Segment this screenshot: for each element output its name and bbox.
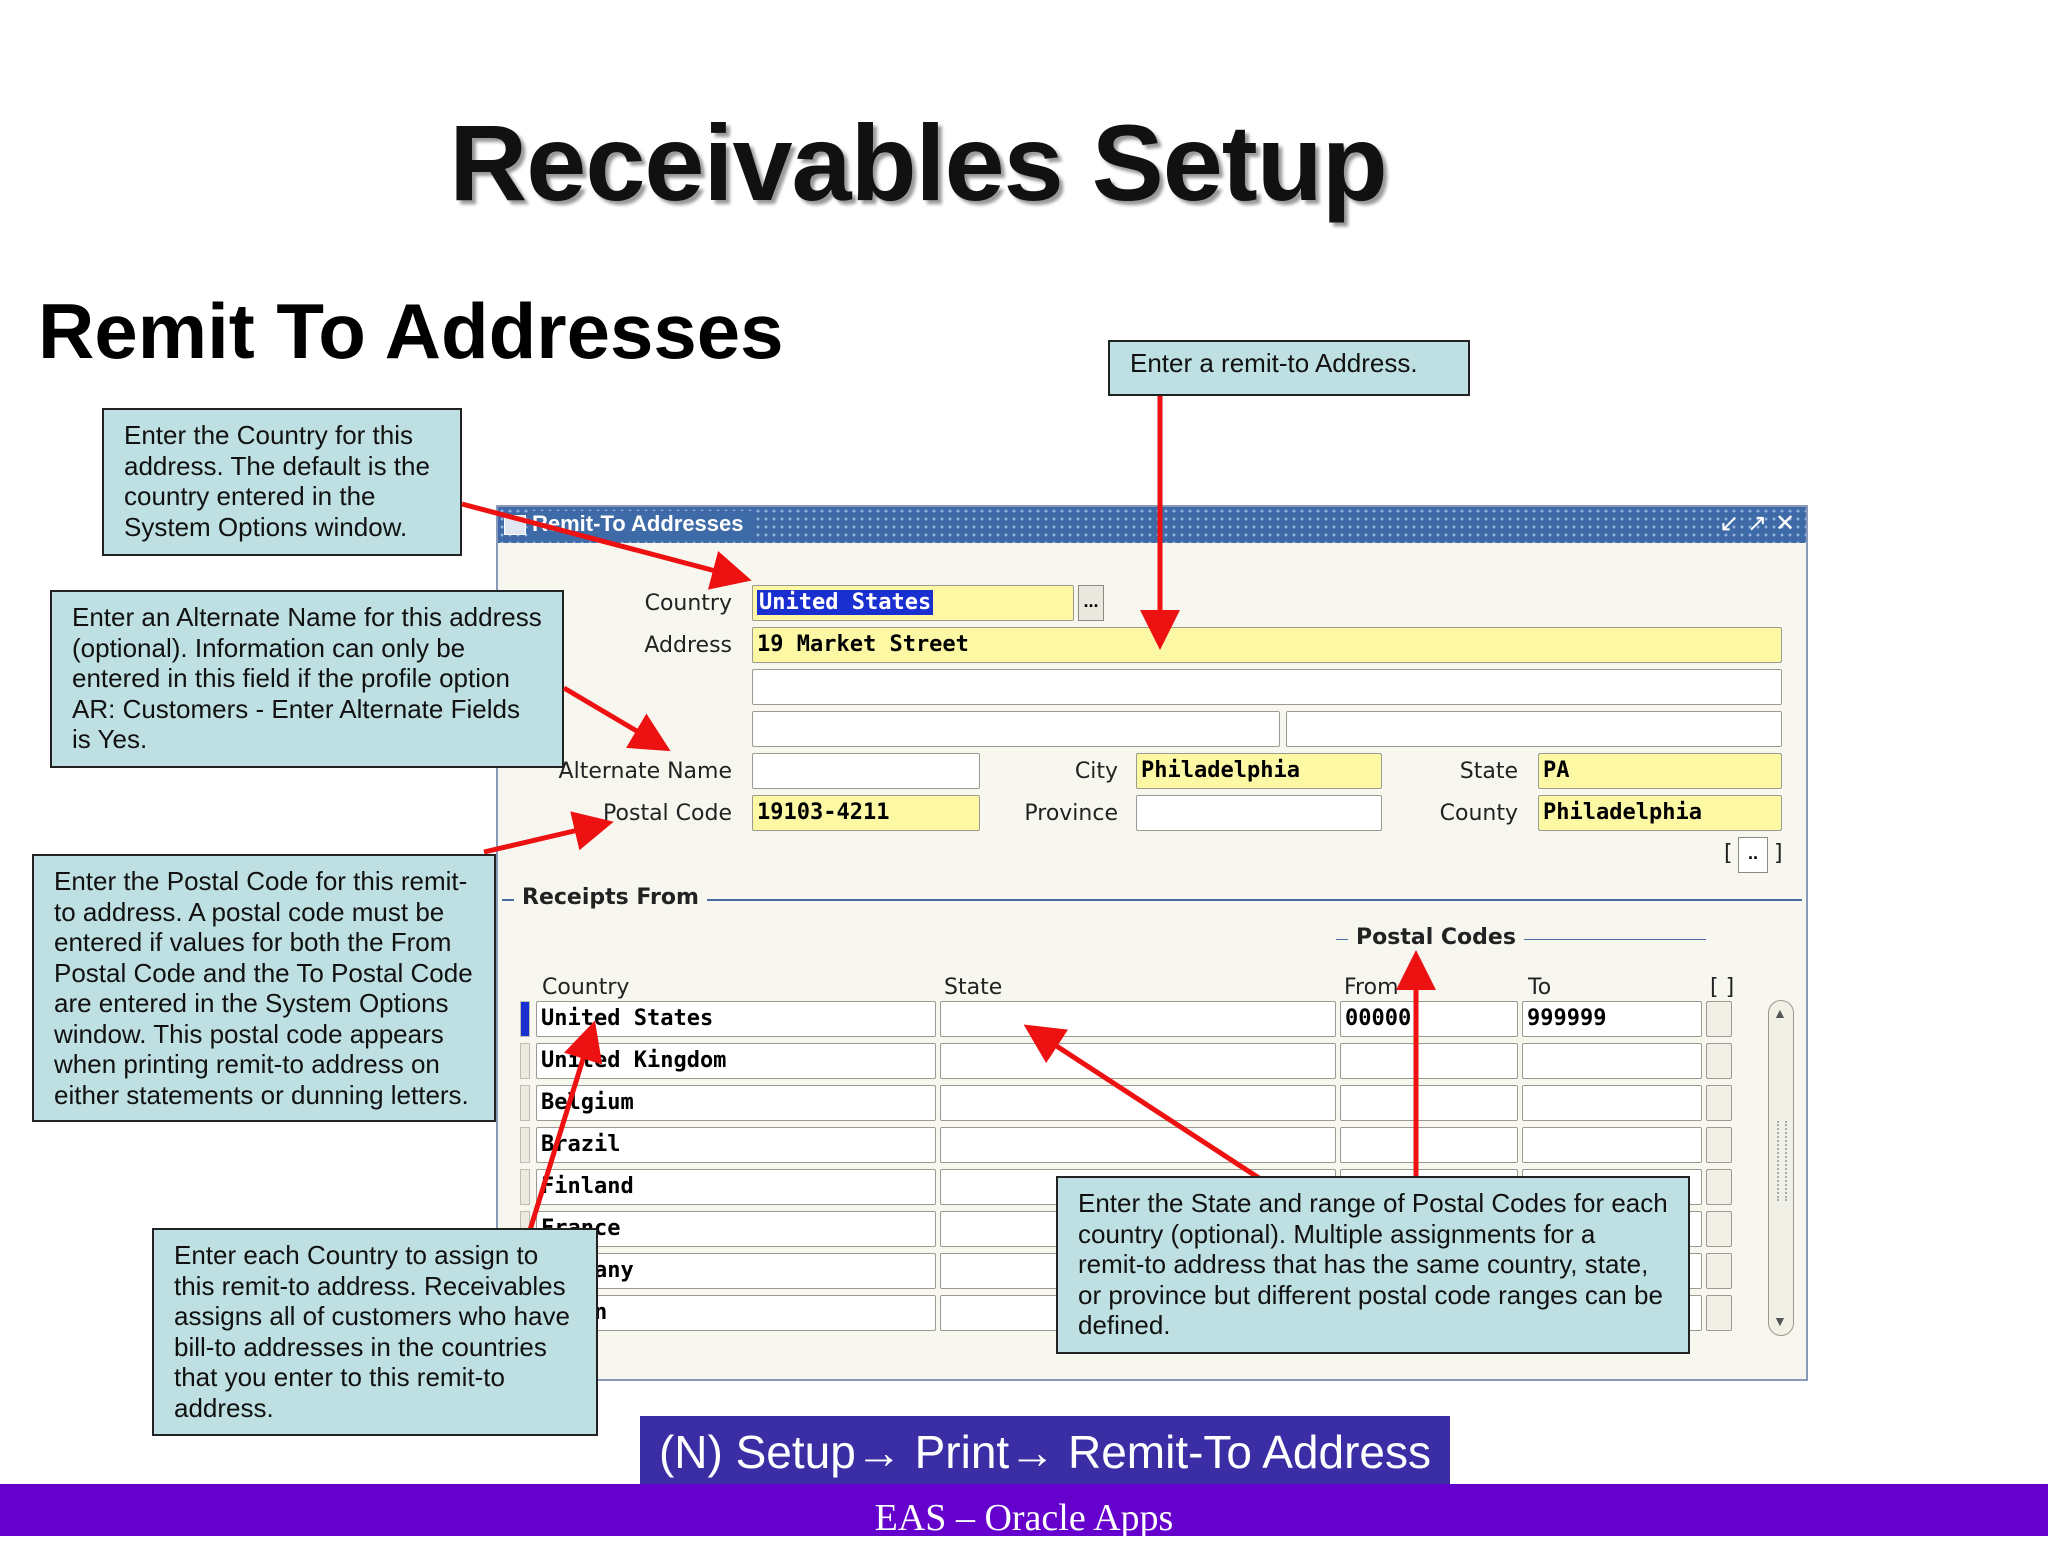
postal-codes-label: Postal Codes xyxy=(1348,925,1524,950)
postal-from-cell[interactable] xyxy=(1340,1085,1518,1121)
col-from-header: From xyxy=(1344,975,1399,1000)
row-flex-cell[interactable] xyxy=(1706,1085,1732,1121)
postal-to-cell[interactable] xyxy=(1522,1085,1702,1121)
row-indicator[interactable] xyxy=(520,1127,530,1163)
col-flex-header: [ ] xyxy=(1710,975,1735,1000)
alternate-name-field[interactable] xyxy=(752,753,980,789)
alternate-name-label: Alternate Name xyxy=(558,759,732,784)
callout-state-postal-range: Enter the State and range of Postal Code… xyxy=(1056,1176,1690,1354)
scroll-down-icon[interactable]: ▼ xyxy=(1773,1313,1787,1329)
country-label: Country xyxy=(644,591,732,616)
county-label: County xyxy=(1439,801,1518,826)
col-to-header: To xyxy=(1528,975,1552,1000)
receipt-state-cell[interactable] xyxy=(940,1127,1336,1163)
county-field[interactable]: Philadelphia xyxy=(1538,795,1782,831)
scroll-up-icon[interactable]: ▲ xyxy=(1773,1005,1787,1021)
callout-receipt-country: Enter each Country to assign to this rem… xyxy=(152,1228,598,1436)
address-line2-field[interactable] xyxy=(752,669,1782,705)
slide-title: Receivables Setup xyxy=(449,102,1387,223)
country-value: United States xyxy=(757,590,934,615)
footer-bar: EAS – Oracle Apps xyxy=(0,1484,2048,1539)
dff-bracket-left: [ xyxy=(1724,841,1733,866)
col-state-header: State xyxy=(944,975,1003,1000)
postal-code-field[interactable]: 19103-4211 xyxy=(752,795,980,831)
descriptive-flexfield-button[interactable]: .. xyxy=(1738,837,1768,873)
receipt-country-cell[interactable]: United States xyxy=(536,1001,936,1037)
province-label: Province xyxy=(1024,801,1118,826)
address-line4-field[interactable] xyxy=(1286,711,1782,747)
maximize-icon[interactable]: ↗ xyxy=(1746,510,1768,537)
col-country-header: Country xyxy=(542,975,630,1000)
row-indicator-current[interactable] xyxy=(520,1001,530,1037)
minimize-icon[interactable]: ↙ xyxy=(1718,510,1740,537)
callout-alternate-name: Enter an Alternate Name for this address… xyxy=(50,590,564,768)
callout-country: Enter the Country for this address. The … xyxy=(102,408,462,556)
state-field[interactable]: PA xyxy=(1538,753,1782,789)
row-flex-cell[interactable] xyxy=(1706,1253,1732,1289)
receipt-country-cell[interactable]: Brazil xyxy=(536,1127,936,1163)
address-line1-field[interactable]: 19 Market Street xyxy=(752,627,1782,663)
city-label: City xyxy=(1074,759,1118,784)
row-indicator[interactable] xyxy=(520,1085,530,1121)
receipt-country-cell[interactable]: Finland xyxy=(536,1169,936,1205)
receipt-state-cell[interactable] xyxy=(940,1001,1336,1037)
postal-from-cell[interactable]: 00000 xyxy=(1340,1001,1518,1037)
receipts-from-label: Receipts From xyxy=(514,885,707,910)
row-flex-cell[interactable] xyxy=(1706,1127,1732,1163)
row-flex-cell[interactable] xyxy=(1706,1295,1732,1331)
country-field[interactable]: United States xyxy=(752,585,1074,621)
row-flex-cell[interactable] xyxy=(1706,1043,1732,1079)
state-label: State xyxy=(1459,759,1518,784)
receipt-state-cell[interactable] xyxy=(940,1085,1336,1121)
row-flex-cell[interactable] xyxy=(1706,1169,1732,1205)
receipts-from-divider xyxy=(502,899,1802,901)
postal-to-cell[interactable] xyxy=(1522,1127,1702,1163)
postal-to-cell[interactable]: 999999 xyxy=(1522,1001,1702,1037)
address-line3-field[interactable] xyxy=(752,711,1280,747)
dff-bracket-right: ] xyxy=(1774,841,1783,866)
receipt-state-cell[interactable] xyxy=(940,1043,1336,1079)
receipt-country-cell[interactable]: Spain xyxy=(536,1295,936,1331)
close-icon[interactable]: ✕ xyxy=(1774,510,1796,537)
province-field[interactable] xyxy=(1136,795,1382,831)
row-indicator[interactable] xyxy=(520,1043,530,1079)
postal-code-label: Postal Code xyxy=(603,801,732,826)
window-titlebar[interactable]: Remit-To Addresses ↙ ↗ ✕ xyxy=(498,507,1806,543)
row-flex-cell[interactable] xyxy=(1706,1211,1732,1247)
country-lov-button[interactable]: ... xyxy=(1078,585,1104,621)
arrow-to-postal-code xyxy=(483,811,614,855)
callout-enter-address: Enter a remit-to Address. xyxy=(1108,340,1470,396)
section-title: Remit To Addresses xyxy=(38,287,784,375)
row-indicator[interactable] xyxy=(520,1169,530,1205)
scroll-thumb[interactable] xyxy=(1777,1121,1787,1201)
arrow-to-alternate-name xyxy=(562,685,671,752)
navigation-path: (N) Setup→ Print→ Remit-To Address xyxy=(640,1416,1450,1488)
arrow-to-receipt-state xyxy=(1023,1024,1264,1183)
address-label: Address xyxy=(644,633,732,658)
row-flex-cell[interactable] xyxy=(1706,1001,1732,1037)
receipts-scrollbar[interactable]: ▲ ▼ xyxy=(1768,1000,1794,1336)
arrow-to-country xyxy=(461,501,752,590)
postal-from-cell[interactable] xyxy=(1340,1043,1518,1079)
remit-to-addresses-window: Remit-To Addresses ↙ ↗ ✕ Country United … xyxy=(496,505,1808,1381)
callout-postal-code: Enter the Postal Code for this remit-to … xyxy=(32,854,496,1122)
arrow-to-receipt-country xyxy=(527,1020,603,1231)
city-field[interactable]: Philadelphia xyxy=(1136,753,1382,789)
postal-from-cell[interactable] xyxy=(1340,1127,1518,1163)
receipt-country-cell[interactable]: Belgium xyxy=(536,1085,936,1121)
postal-to-cell[interactable] xyxy=(1522,1043,1702,1079)
